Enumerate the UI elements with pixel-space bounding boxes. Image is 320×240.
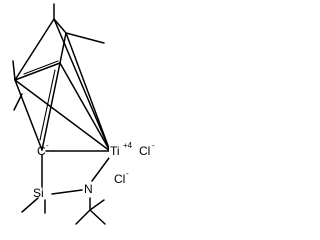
bond-tbutyl-methyl-2 — [89, 209, 106, 225]
bond-tbutyl-methyl-1 — [75, 209, 91, 225]
bond-n-ti — [91, 157, 110, 182]
ring-double-bond-inner — [23, 60, 59, 75]
nitrogen-symbol: N — [84, 182, 93, 196]
bond-si-n — [51, 189, 83, 195]
atom-nitrogen: N — [84, 182, 93, 196]
atom-silicon: Si — [33, 186, 44, 200]
methyl-bond-right — [65, 32, 105, 44]
silicon-symbol: Si — [33, 186, 44, 200]
atom-chloride-1: Cl - — [139, 141, 155, 158]
chloride-2-symbol: Cl — [114, 172, 125, 186]
methyl-bond-left — [12, 60, 16, 81]
ring-double-bond-outer — [14, 62, 61, 81]
carbanion-charge: - — [46, 141, 49, 150]
chemical-structure-diagram: C - Ti +4 Si N Cl - Cl - — [12, 3, 155, 225]
coordination-line-4 — [14, 79, 111, 152]
coordination-line-3 — [59, 62, 111, 152]
ring-bond-top — [53, 18, 67, 34]
atom-titanium: Ti +4 — [109, 141, 133, 158]
methyl-bond-lower — [13, 93, 23, 111]
titanium-charge: +4 — [123, 141, 133, 150]
ring-methyl-groups — [12, 3, 105, 111]
bond-si-methyl-1 — [21, 197, 39, 213]
atom-chloride-2: Cl - — [114, 169, 129, 186]
coordination-line-1 — [53, 18, 111, 152]
ring-bond-upper-left — [14, 18, 55, 81]
ring-bond-lower-left — [14, 79, 43, 151]
bond-tbutyl-methyl-3 — [89, 199, 105, 211]
chloride-1-charge: - — [152, 141, 155, 150]
coordination-line-2 — [65, 32, 111, 152]
ring-titanium-coordination — [14, 18, 111, 152]
chloride-2-charge: - — [126, 169, 129, 178]
chloride-1-symbol: Cl — [139, 144, 150, 158]
skeleton-bonds — [21, 150, 111, 225]
cyclopentadienyl-ring — [14, 18, 67, 151]
carbanion-symbol: C — [37, 144, 46, 158]
ring-bond-right — [59, 32, 67, 64]
titanium-symbol: Ti — [110, 144, 120, 158]
atom-carbanion: C - — [37, 141, 49, 158]
